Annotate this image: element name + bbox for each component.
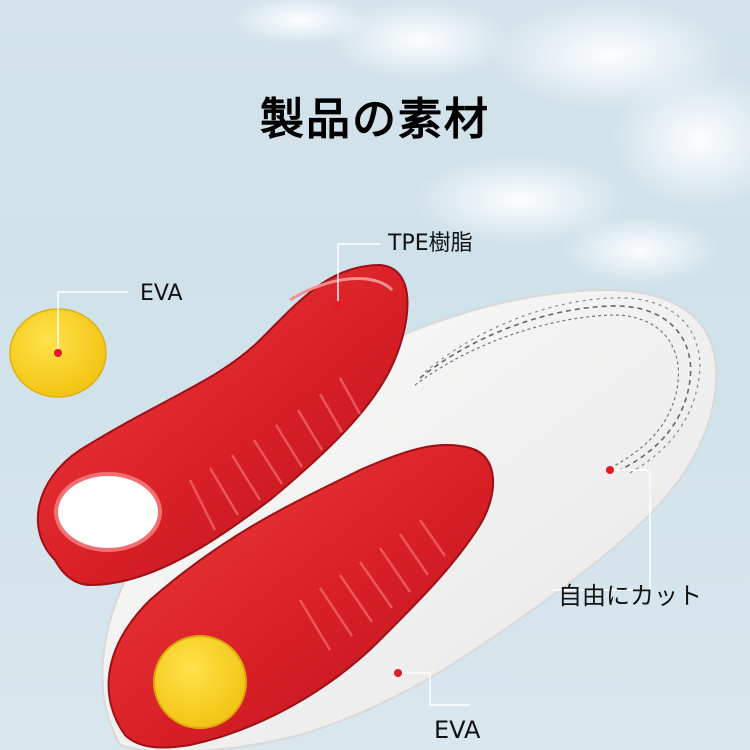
heel-cutout — [54, 472, 162, 552]
marker-dots — [54, 301, 614, 677]
sky-clouds — [230, 0, 750, 285]
label-eva-base: EVA — [434, 716, 481, 744]
red-insole-back — [36, 263, 409, 587]
red-insole-front — [107, 443, 495, 749]
eva-heel-pad — [153, 635, 247, 729]
label-tpe-resin: TPE樹脂 — [388, 231, 473, 256]
callout-lines — [57, 243, 651, 706]
label-free-cut: 自由にカット — [558, 582, 702, 610]
page-title: 製品の素材 — [260, 94, 490, 145]
label-eva-disc: EVA — [140, 281, 183, 306]
